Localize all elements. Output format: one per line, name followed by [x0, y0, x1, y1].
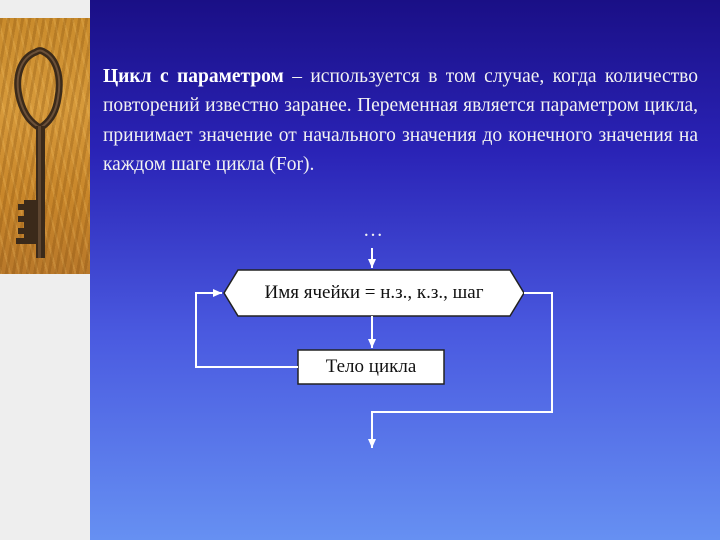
definition-text: – используется в том случае, когда колич… — [103, 66, 698, 176]
definition-term: Цикл с параметром — [103, 66, 284, 87]
loop-header-block — [223, 269, 525, 317]
loop-header-label: Имя ячейки = н.з., к.з., шаг — [264, 282, 484, 303]
entry-ellipsis: … — [363, 219, 383, 241]
loop-return-line — [195, 289, 298, 368]
loop-body-label: Тело цикла — [325, 356, 417, 377]
loop-exit-line — [368, 292, 553, 448]
loop-body-block — [297, 349, 445, 385]
key-icon — [14, 47, 63, 258]
definition-paragraph: Цикл с параметром – используется в том с… — [103, 62, 698, 180]
